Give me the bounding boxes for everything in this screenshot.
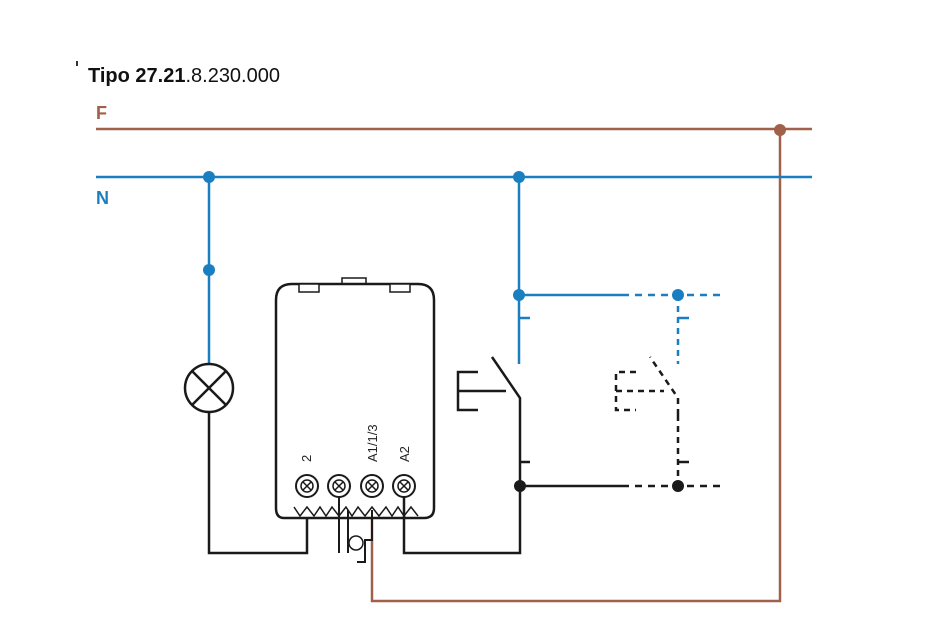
switch2-output-junction bbox=[672, 480, 684, 492]
terminal-clamps bbox=[293, 505, 419, 518]
phase-feed-wire bbox=[370, 130, 782, 603]
lamp-neutral-dot bbox=[203, 264, 215, 276]
phase-label: F bbox=[96, 103, 107, 123]
lamp-icon bbox=[183, 362, 235, 414]
title-mark bbox=[76, 61, 78, 66]
a2-wire bbox=[402, 486, 522, 555]
terminal-a2 bbox=[392, 474, 416, 498]
terminal-1 bbox=[327, 474, 351, 498]
relay-module bbox=[274, 277, 436, 520]
push-button-icon bbox=[456, 356, 522, 415]
lamp-output-wire bbox=[207, 412, 309, 555]
terminal-label-a2: A2 bbox=[397, 446, 412, 462]
terminal-a1 bbox=[360, 474, 384, 498]
terminal-label-a1: A1/1/3 bbox=[365, 424, 380, 462]
push-button-icon bbox=[614, 356, 680, 415]
terminal-jumper bbox=[338, 497, 373, 563]
neutral-label: N bbox=[96, 188, 109, 208]
terminal-2 bbox=[295, 474, 319, 498]
terminal-label-2: 2 bbox=[299, 455, 314, 462]
diagram-title: Tipo 27.21.8.230.000 bbox=[88, 65, 280, 87]
